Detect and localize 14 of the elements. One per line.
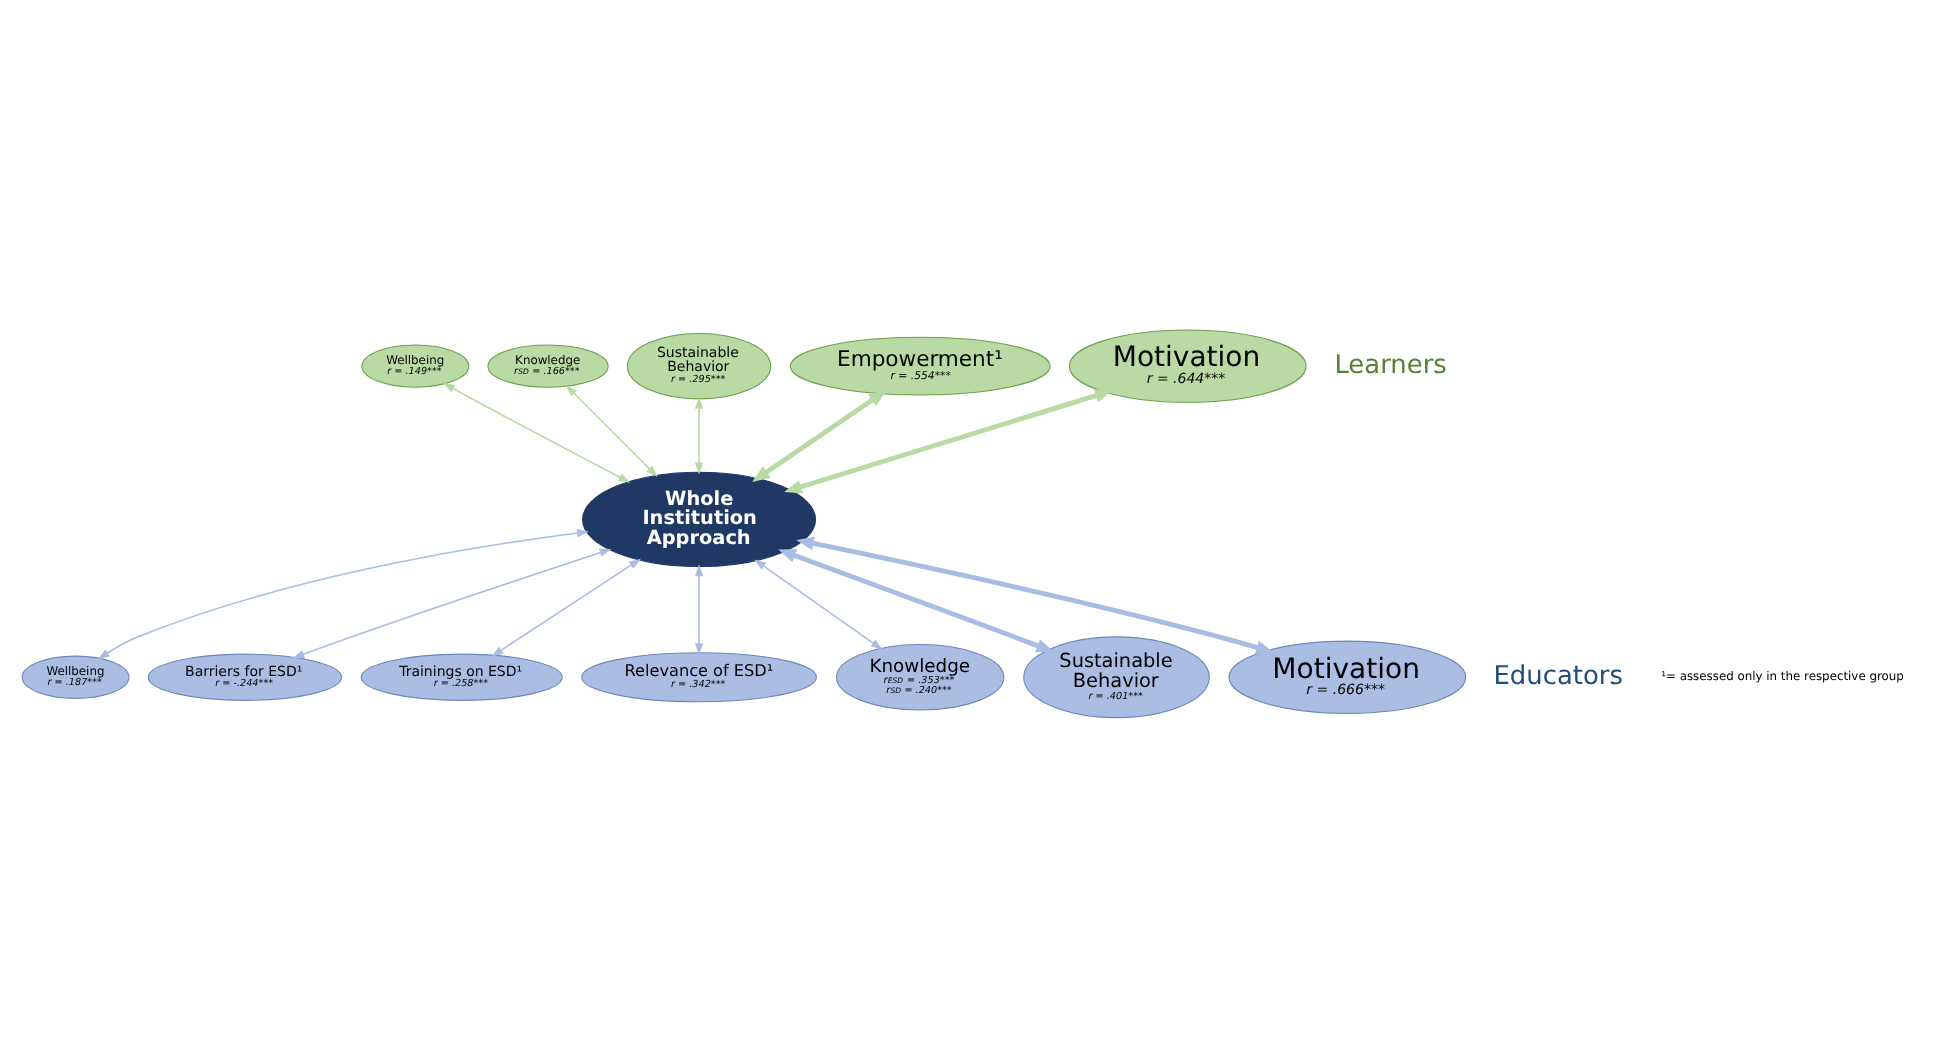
arrow (491, 557, 641, 656)
arrow (784, 387, 1113, 493)
arrow (752, 389, 887, 482)
arrow (443, 381, 631, 482)
label: Learners (1334, 349, 1447, 380)
arrow (292, 547, 612, 658)
arrow (565, 383, 658, 476)
arrow (97, 527, 589, 659)
arrow (754, 558, 883, 649)
arrow (778, 547, 1055, 652)
arrow (796, 535, 1274, 654)
label: Educators (1493, 660, 1623, 691)
arrow (694, 563, 704, 655)
arrow (694, 395, 704, 474)
